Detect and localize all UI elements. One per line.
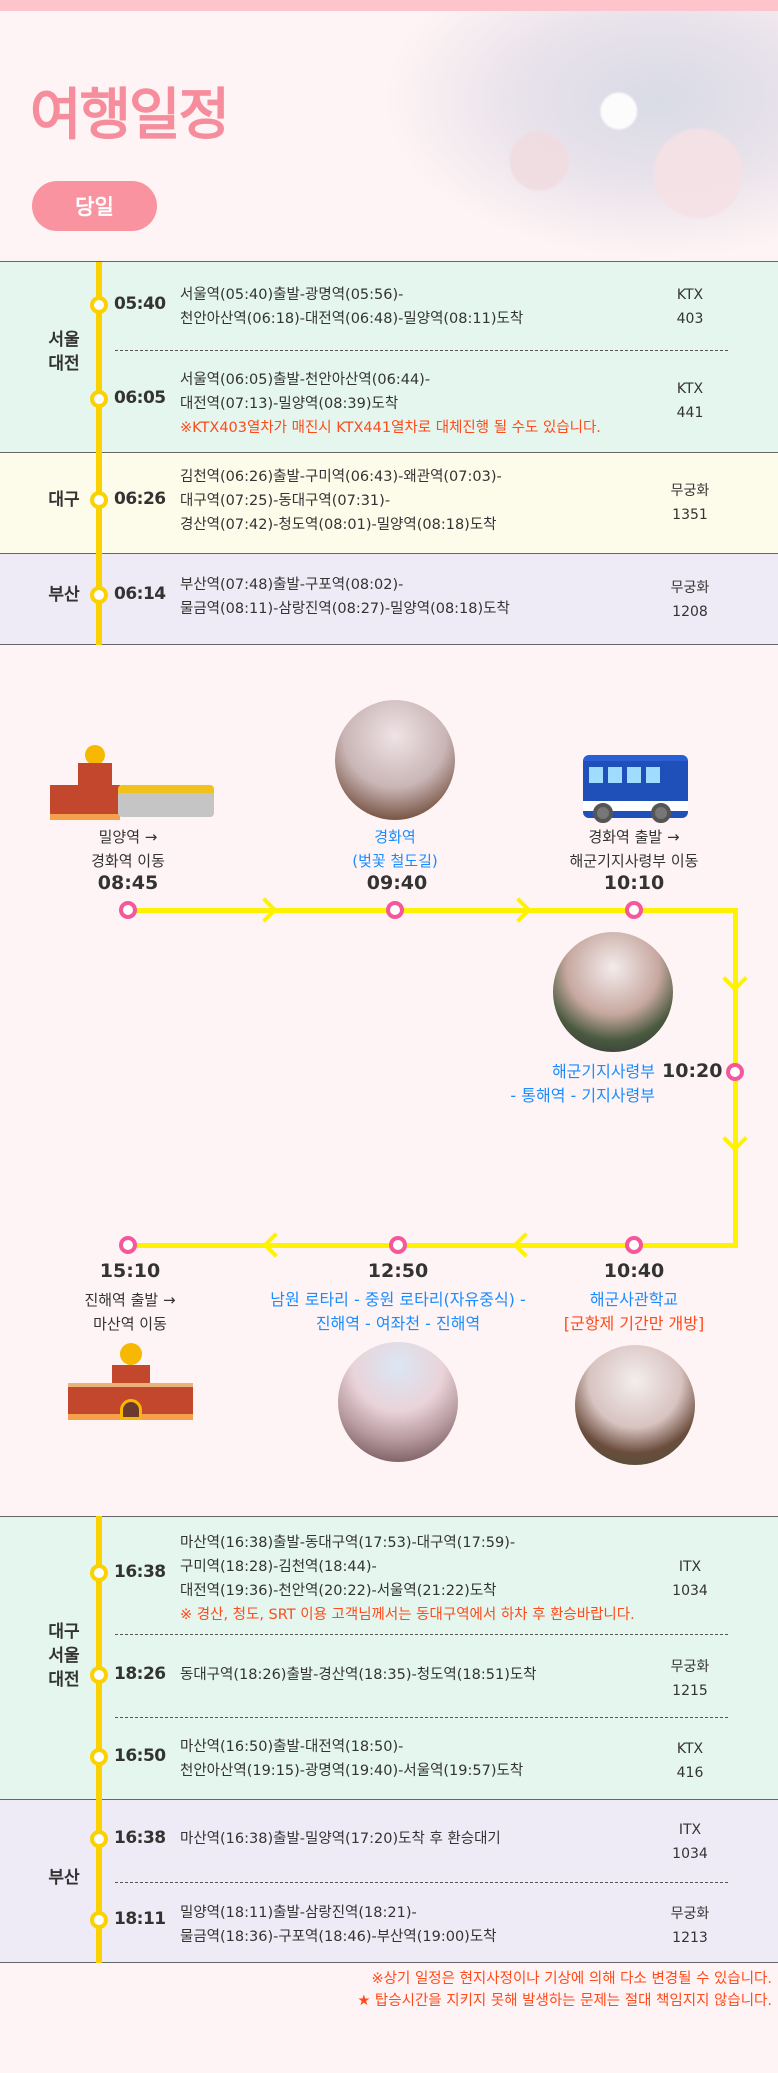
naval-base-photo	[553, 932, 673, 1052]
daegu-section	[0, 452, 778, 553]
arrow-down-icon	[722, 1126, 748, 1152]
stop-time: 10:10	[603, 872, 665, 894]
arrow-right-icon	[252, 897, 278, 923]
stop-label: 밀양역 →경화역 이동	[91, 828, 165, 870]
stop-time: 08:45	[97, 872, 159, 894]
route-text: 밀양역(18:11)출발-삼랑진역(18:21)-물금역(18:36)-구포역(…	[180, 1905, 497, 1945]
divider	[115, 1717, 728, 1718]
arrow-left-icon	[262, 1232, 288, 1258]
departure-time: 18:11	[114, 1909, 166, 1929]
timeline-dot	[90, 296, 108, 314]
stop-dot[interactable]	[726, 1063, 744, 1081]
stop-dot[interactable]	[625, 1236, 643, 1254]
arrow-left-icon	[512, 1232, 538, 1258]
route-text: 동대구역(18:26)출발-경산역(18:35)-청도역(18:51)도착	[180, 1667, 537, 1683]
region-label: 부산	[48, 1868, 80, 1888]
stop-label: 해군기지사령부- 통해역 - 기지사령부	[510, 1062, 655, 1105]
arrow-right-icon	[506, 897, 532, 923]
departure-time: 06:05	[114, 388, 166, 408]
stop-label: 진해역 출발 →마산역 이동	[84, 1291, 176, 1333]
departure-time: 16:38	[114, 1828, 166, 1848]
route-text: 서울역(05:40)출발-광명역(05:56)-천안아산역(06:18)-대전역…	[180, 287, 524, 327]
timeline-dot	[90, 1911, 108, 1929]
footer-notice: ※상기 일정은 현지사정이나 기상에 의해 다소 변경될 수 있습니다.★ 탑승…	[357, 1971, 772, 2009]
timeline-dot	[90, 1666, 108, 1684]
stop-label: 해군사관학교[군항제 기간만 개방]	[563, 1290, 705, 1333]
region-label: 부산	[48, 585, 80, 605]
stop-dot[interactable]	[389, 1236, 407, 1254]
stop-label: 경화역(벚꽃 철도길)	[352, 828, 438, 870]
bus-icon	[583, 755, 688, 823]
stop-time: 15:10	[99, 1260, 161, 1282]
route-text: 마산역(16:38)출발-밀양역(17:20)도착 후 환승대기	[180, 1831, 501, 1847]
cherry-blossom-header-image	[380, 11, 778, 261]
stop-time: 10:20	[662, 1060, 723, 1082]
page-title: 여행일정	[30, 83, 230, 148]
route-text: 부산역(07:48)출발-구포역(08:02)-물금역(08:11)-삼랑진역(…	[180, 577, 510, 617]
divider	[115, 1634, 728, 1635]
station-icon	[68, 1343, 193, 1420]
timeline-dot	[90, 1748, 108, 1766]
top-bar	[0, 0, 778, 11]
stop-dot[interactable]	[625, 901, 643, 919]
busan-section	[0, 553, 778, 645]
timeline-dot	[90, 390, 108, 408]
timeline-line	[96, 262, 102, 645]
departure-time: 16:38	[114, 1562, 166, 1582]
seoul-daejeon-section	[0, 261, 778, 452]
busan-section	[0, 1799, 778, 1963]
route-text: 서울역(06:05)출발-천안아산역(06:44)-대전역(07:13)-밀양역…	[180, 372, 601, 436]
timeline-dot	[90, 586, 108, 604]
divider	[115, 350, 728, 351]
day-trip-badge: 당일	[32, 181, 157, 231]
departure-time: 16:50	[114, 1746, 166, 1766]
timeline-dot	[90, 1564, 108, 1582]
daegu-seoul-daejeon-section	[0, 1516, 778, 1799]
stop-time: 09:40	[366, 872, 428, 894]
divider	[115, 1882, 728, 1883]
route-line-bottom	[128, 1243, 738, 1248]
stop-dot[interactable]	[119, 901, 137, 919]
route-text: 김천역(06:26)출발-구미역(06:43)-왜관역(07:03)-대구역(0…	[180, 469, 502, 533]
departure-time: 05:40	[114, 294, 166, 314]
route-text: 마산역(16:38)출발-동대구역(17:53)-대구역(17:59)-구미역(…	[180, 1535, 635, 1623]
route-line-top	[128, 908, 738, 913]
stop-time: 12:50	[367, 1260, 429, 1282]
departure-time: 06:26	[114, 489, 166, 509]
route-text: 마산역(16:50)출발-대전역(18:50)-천안아산역(19:15)-광명역…	[180, 1739, 524, 1779]
stop-dot[interactable]	[119, 1236, 137, 1254]
naval-academy-photo	[575, 1345, 695, 1465]
station-bus-icon	[50, 745, 215, 820]
cherry-blossom-railway-photo	[335, 700, 455, 820]
region-label: 대구	[48, 490, 80, 510]
arrow-down-icon	[722, 966, 748, 992]
stop-label: 남원 로타리 - 중원 로타리(자유중식) -진해역 - 여좌천 - 진해역	[270, 1290, 526, 1333]
timeline-dot	[90, 1830, 108, 1848]
timeline-line	[96, 1516, 102, 1963]
departure-time: 18:26	[114, 1664, 166, 1684]
stop-time: 10:40	[603, 1260, 665, 1282]
stop-label: 경화역 출발 →해군기지사령부 이동	[569, 828, 699, 870]
yeojwacheon-photo	[338, 1342, 458, 1462]
timeline-dot	[90, 491, 108, 509]
stop-dot[interactable]	[386, 901, 404, 919]
departure-time: 06:14	[114, 584, 166, 604]
